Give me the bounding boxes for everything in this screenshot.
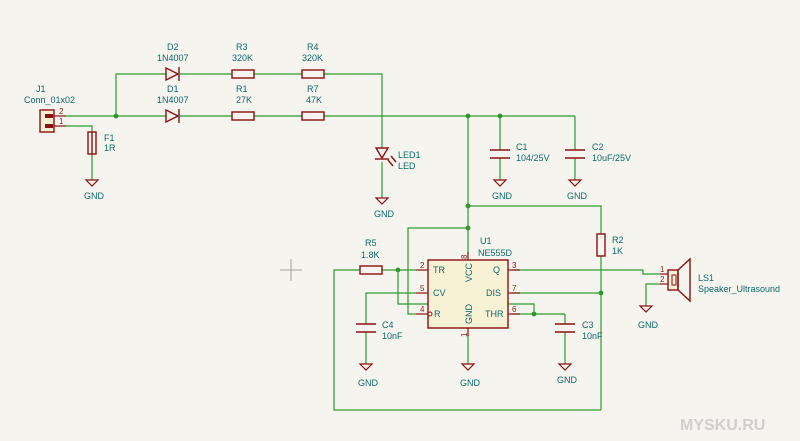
r5-ref: R5 bbox=[365, 238, 377, 248]
junctions bbox=[113, 113, 604, 317]
resistor-r3[interactable]: R3 320K bbox=[231, 42, 255, 79]
gnd-label: GND bbox=[358, 378, 379, 388]
gnd-label: GND bbox=[374, 209, 395, 219]
c3-value: 10nF bbox=[582, 331, 603, 341]
capacitor-c3[interactable]: C3 10nF bbox=[555, 320, 603, 341]
r4-value: 320K bbox=[302, 53, 323, 63]
u1-pinnum-5: 5 bbox=[420, 284, 425, 293]
connector-j1[interactable]: J1 Conn_01x02 2 1 bbox=[24, 84, 75, 133]
u1-pinnum-8: 8 bbox=[460, 254, 469, 259]
r2-ref: R2 bbox=[612, 235, 624, 245]
u1-pin-cv: CV bbox=[433, 288, 446, 298]
r7-value: 47K bbox=[306, 95, 322, 105]
r3-ref: R3 bbox=[236, 42, 248, 52]
led1-value: LED bbox=[398, 161, 416, 171]
r1-ref: R1 bbox=[236, 84, 248, 94]
r7-ref: R7 bbox=[307, 84, 319, 94]
capacitor-c2[interactable]: C2 10uF/25V bbox=[565, 142, 631, 163]
gnd-c4: GND bbox=[358, 363, 379, 388]
gnd-ls1: GND bbox=[638, 305, 659, 330]
resistor-r4[interactable]: R4 320K bbox=[301, 42, 325, 79]
ic-u1[interactable]: U1 NE555D TR CV R Q DIS THR VCC GND 2 5 … bbox=[416, 236, 520, 337]
watermark: MYSKU.RU bbox=[680, 417, 765, 434]
gnd-label: GND bbox=[567, 191, 588, 201]
j1-pin-1: 1 bbox=[59, 117, 64, 126]
resistor-r7[interactable]: R7 47K bbox=[301, 84, 325, 121]
c2-value: 10uF/25V bbox=[592, 153, 631, 163]
wires bbox=[66, 73, 660, 411]
ls1-ref: LS1 bbox=[698, 273, 714, 283]
c1-ref: C1 bbox=[516, 142, 528, 152]
speaker-ls1[interactable]: 1 2 LS1 Speaker_Ultrasound bbox=[660, 257, 780, 303]
d2-ref: D2 bbox=[167, 42, 179, 52]
c4-ref: C4 bbox=[382, 320, 394, 330]
gnd-led1: GND bbox=[374, 197, 395, 219]
d1-ref: D1 bbox=[167, 84, 179, 94]
ls1-pin-2: 2 bbox=[660, 275, 665, 284]
gnd-c3: GND bbox=[557, 363, 578, 385]
gnd-label: GND bbox=[492, 191, 513, 201]
diode-d2[interactable]: D2 1N4007 bbox=[157, 42, 189, 82]
r2-value: 1K bbox=[612, 246, 623, 256]
led-led1[interactable]: LED1 LED bbox=[374, 147, 421, 171]
gnd-c1: GND bbox=[492, 179, 513, 201]
gnd-label: GND bbox=[557, 375, 578, 385]
u1-pin-thr: THR bbox=[485, 309, 504, 319]
j1-pin-2: 2 bbox=[59, 107, 64, 116]
u1-pin-q: Q bbox=[493, 265, 500, 275]
u1-pinnum-6: 6 bbox=[512, 305, 517, 314]
u1-pin-tr: TR bbox=[433, 265, 445, 275]
c4-value: 10nF bbox=[382, 331, 403, 341]
led1-ref: LED1 bbox=[398, 150, 421, 160]
gnd-c2: GND bbox=[567, 179, 588, 201]
r3-value: 320K bbox=[232, 53, 253, 63]
d1-value: 1N4007 bbox=[157, 95, 189, 105]
gnd-label: GND bbox=[460, 378, 481, 388]
u1-ref: U1 bbox=[480, 236, 492, 246]
j1-value: Conn_01x02 bbox=[24, 95, 75, 105]
resistor-r2[interactable]: R2 1K bbox=[596, 233, 624, 257]
j1-ref: J1 bbox=[36, 84, 46, 94]
fuse-f1[interactable]: F1 1R bbox=[87, 131, 116, 155]
d2-value: 1N4007 bbox=[157, 53, 189, 63]
u1-pin-gnd: GND bbox=[464, 304, 474, 325]
f1-ref: F1 bbox=[104, 133, 115, 143]
f1-value: 1R bbox=[104, 143, 116, 153]
u1-pinnum-7: 7 bbox=[512, 284, 517, 293]
ls1-value: Speaker_Ultrasound bbox=[698, 284, 780, 294]
crosshair-marker bbox=[280, 259, 302, 281]
resistor-r5[interactable]: R5 1.8K bbox=[359, 238, 383, 275]
u1-pin-r: R bbox=[434, 309, 441, 319]
c3-ref: C3 bbox=[582, 320, 594, 330]
diode-d1[interactable]: D1 1N4007 bbox=[157, 84, 189, 124]
u1-pinnum-1: 1 bbox=[460, 332, 469, 337]
u1-pinnum-4: 4 bbox=[420, 305, 425, 314]
c1-value: 104/25V bbox=[516, 153, 550, 163]
u1-pinnum-3: 3 bbox=[512, 261, 517, 270]
capacitor-c4[interactable]: C4 10nF bbox=[356, 320, 403, 341]
gnd-u1: GND bbox=[460, 363, 481, 388]
u1-value: NE555D bbox=[478, 248, 513, 258]
r1-value: 27K bbox=[236, 95, 252, 105]
u1-pinnum-2: 2 bbox=[420, 261, 425, 270]
resistor-r1[interactable]: R1 27K bbox=[231, 84, 255, 121]
gnd-f1: GND bbox=[84, 179, 105, 201]
capacitor-c1[interactable]: C1 104/25V bbox=[490, 142, 550, 163]
gnd-label: GND bbox=[638, 320, 659, 330]
ls1-pin-1: 1 bbox=[660, 265, 665, 274]
u1-pin-vcc: VCC bbox=[464, 262, 474, 282]
c2-ref: C2 bbox=[592, 142, 604, 152]
gnd-label: GND bbox=[84, 191, 105, 201]
r5-value: 1.8K bbox=[361, 250, 380, 260]
r4-ref: R4 bbox=[307, 42, 319, 52]
u1-pin-dis: DIS bbox=[486, 288, 501, 298]
